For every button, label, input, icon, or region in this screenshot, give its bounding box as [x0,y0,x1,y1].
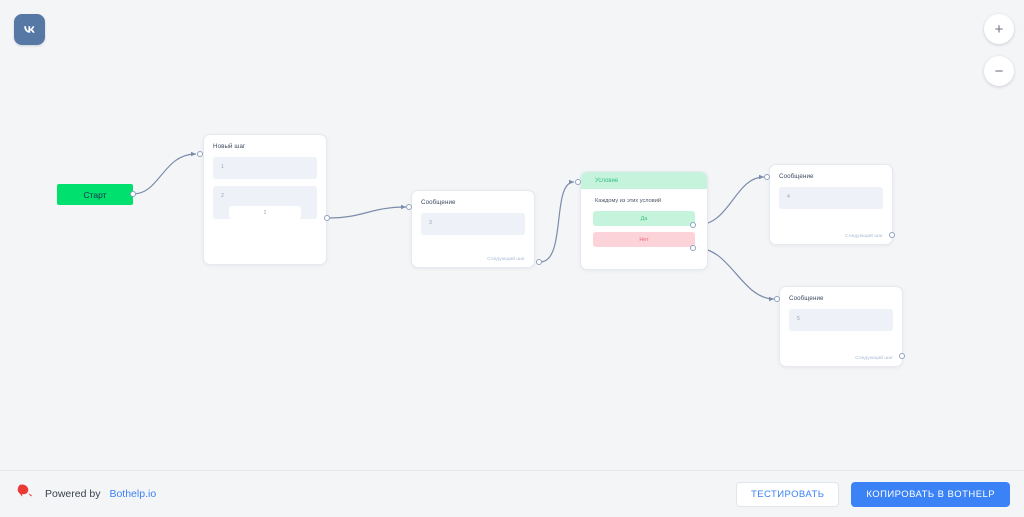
bottom-bar: Powered by Bothelp.io ТЕСТИРОВАТЬ КОПИРО… [0,470,1024,517]
node-new-step-input-port[interactable] [197,151,203,157]
flow-canvas[interactable]: + − Старт Новый шаг 1 2 2 Сообщение 3 Сл… [0,0,1024,470]
zoom-in-button[interactable]: + [984,14,1014,44]
node-message-3-output-port[interactable] [536,259,542,265]
node-condition-output-port-yes[interactable] [690,222,696,228]
node-message-5-next-step-link[interactable]: Следующий шаг [855,356,893,361]
node-condition-header: Условие [581,172,707,189]
powered-by-text: Powered by [45,488,101,500]
node-condition-input-port[interactable] [575,179,581,185]
node-condition-description: Каждому из этих условий [595,198,661,204]
node-condition-output-port-no[interactable] [690,245,696,251]
start-node-label: Старт [83,189,107,200]
node-new-step-block-1[interactable]: 1 [213,157,317,179]
node-message-5-input-port[interactable] [774,296,780,302]
test-button[interactable]: ТЕСТИРОВАТЬ [735,481,840,507]
node-message-4-output-port[interactable] [889,232,895,238]
node-message-4-title: Сообщение [779,173,814,180]
node-message-5[interactable]: Сообщение 5 Следующий шаг [779,286,903,367]
node-message-4-block-1[interactable]: 4 [779,187,883,209]
node-condition[interactable]: Условие Каждому из этих условий Да Нет [580,171,708,270]
node-message-5-block-1[interactable]: 5 [789,309,893,331]
node-message-5-output-port[interactable] [899,353,905,359]
node-new-step-block-2-label: 2 [221,193,224,199]
node-new-step[interactable]: Новый шаг 1 2 2 [203,134,327,265]
node-new-step-title: Новый шаг [213,143,246,150]
node-message-5-title: Сообщение [789,295,824,302]
minus-icon: − [994,62,1004,80]
node-message-3-next-step-link[interactable]: Следующий шаг [487,257,525,262]
plus-icon: + [994,20,1004,38]
zoom-out-button[interactable]: − [984,56,1014,86]
node-message-3-input-port[interactable] [406,204,412,210]
copy-to-bothelp-button[interactable]: КОПИРОВАТЬ В BOTHELP [851,481,1010,507]
node-message-3-block-1[interactable]: 3 [421,213,525,235]
node-new-step-block-2[interactable]: 2 2 [213,186,317,219]
node-message-3[interactable]: Сообщение 3 Следующий шаг [411,190,535,268]
node-condition-option-yes[interactable]: Да [593,211,695,226]
node-condition-option-no[interactable]: Нет [593,232,695,247]
node-new-step-output-port[interactable] [324,215,330,221]
bottom-bar-actions: ТЕСТИРОВАТЬ КОПИРОВАТЬ В BOTHELP [735,481,1010,507]
node-message-3-title: Сообщение [421,199,456,206]
node-message-4[interactable]: Сообщение 4 Следующий шаг [769,164,893,245]
powered-by: Powered by Bothelp.io [16,482,156,507]
bothelp-link[interactable]: Bothelp.io [109,488,157,500]
start-node[interactable]: Старт [57,184,133,205]
node-new-step-block-2-button[interactable]: 2 [229,206,301,219]
start-node-output-port[interactable] [130,191,136,197]
node-message-4-next-step-link[interactable]: Следующий шаг [845,234,883,239]
bothelp-logo-icon [16,482,36,507]
node-message-4-input-port[interactable] [764,174,770,180]
vk-icon [14,14,45,45]
